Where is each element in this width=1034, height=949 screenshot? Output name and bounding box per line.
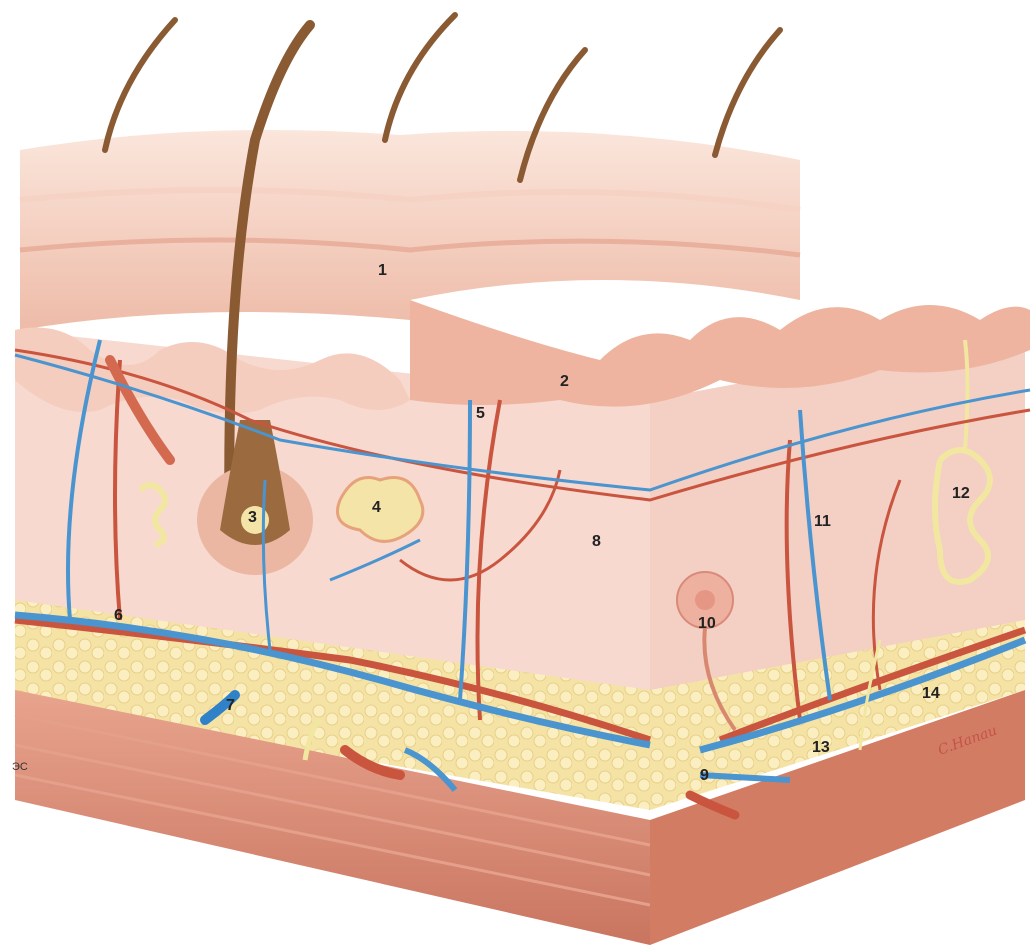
label-10: 10 xyxy=(698,615,716,632)
hair-1 xyxy=(105,20,175,150)
pacinian-core xyxy=(695,590,715,610)
label-13: 13 xyxy=(812,739,830,756)
corner-mark: ЭС xyxy=(12,761,28,773)
label-6: 6 xyxy=(114,607,123,624)
label-2: 2 xyxy=(560,373,569,390)
label-8: 8 xyxy=(592,533,601,550)
label-5: 5 xyxy=(476,405,485,422)
label-9: 9 xyxy=(700,767,709,784)
label-12: 12 xyxy=(952,485,970,502)
hair-4 xyxy=(715,30,780,155)
label-7: 7 xyxy=(226,697,235,714)
hair-2 xyxy=(385,15,455,140)
label-1: 1 xyxy=(378,262,387,279)
label-14: 14 xyxy=(922,685,940,702)
label-3: 3 xyxy=(248,509,257,526)
label-11: 11 xyxy=(814,513,831,530)
label-4: 4 xyxy=(372,499,381,516)
